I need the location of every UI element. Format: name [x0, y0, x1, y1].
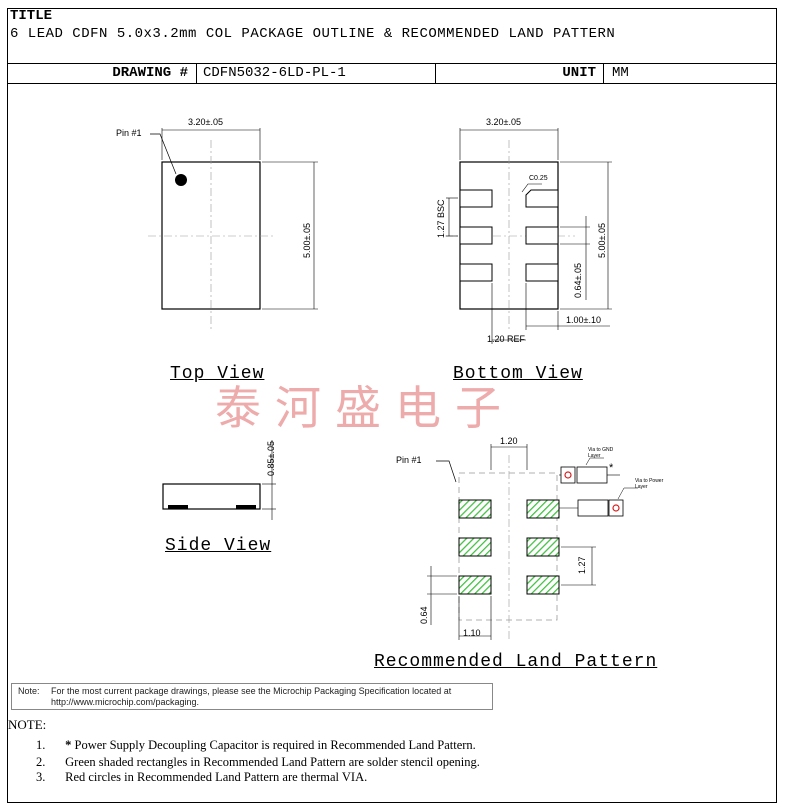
note-item: 3. Red circles in Recommended Land Patte… [36, 770, 367, 785]
top-width-dim: 3.20±.05 [188, 117, 223, 127]
land-pattern-drawing [427, 444, 638, 640]
side-view-title: Side View [165, 536, 272, 556]
lp-width-dim: 1.20 [500, 436, 518, 446]
thermal-via-icon [564, 471, 572, 479]
pin1-label: Pin #1 [116, 128, 142, 138]
pin1-dot-icon [175, 174, 187, 186]
drawing-frame [7, 8, 777, 803]
note-text: Power Supply Decoupling Capacitor is req… [74, 738, 476, 752]
unit-value: MM [612, 65, 629, 81]
top-view-drawing [148, 128, 318, 330]
pad-offset-dim: 1.00±.10 [566, 315, 601, 325]
cell-divider [435, 63, 436, 83]
side-view-drawing [162, 440, 276, 520]
drawing-number: CDFN5032-6LD-PL-1 [203, 65, 346, 81]
note-item: 1. * Power Supply Decoupling Capacitor i… [36, 738, 476, 753]
notes-heading: NOTE: [8, 717, 47, 732]
pitch-bsc-dim: 1.27 BSC [436, 199, 446, 238]
via-power-label: Via to Power Layer [635, 478, 664, 490]
note-text: Red circles in Recommended Land Pattern … [65, 770, 368, 784]
note-box-text-line2: http://www.microchip.com/packaging. [51, 697, 200, 707]
bottom-view-drawing [445, 128, 612, 344]
watermark: 泰河盛电子 [215, 381, 515, 435]
thermal-via-icon [612, 504, 620, 512]
note-box-label: Note: [18, 686, 40, 696]
side-height-dim: 0.85±.05 [266, 441, 276, 476]
top-height-dim: 5.00±.05 [302, 223, 312, 258]
bottom-view-title: Bottom View [453, 364, 583, 384]
note-text: Green shaded rectangles in Recommended L… [65, 755, 480, 769]
unit-label: UNIT [562, 65, 596, 81]
note-number: 2. [36, 755, 46, 769]
ref-dim: 1.20 REF [487, 334, 526, 344]
note-box: Note: For the most current package drawi… [11, 683, 493, 710]
land-pattern-title: Recommended Land Pattern [374, 652, 658, 672]
note-box-text-line1: For the most current package drawings, p… [51, 686, 452, 696]
via-gnd-label: Via to GND Layer [588, 447, 614, 459]
drawing-description: 6 LEAD CDFN 5.0x3.2mm COL PACKAGE OUTLIN… [10, 26, 616, 42]
top-view-title: Top View [170, 364, 265, 384]
chamfer-dim: C0.25 [529, 175, 548, 182]
pad-length-dim: 0.64±.05 [573, 263, 583, 298]
header-divider [7, 83, 777, 84]
title-label: TITLE [10, 8, 53, 24]
drawing-number-label: DRAWING # [112, 65, 188, 81]
bottom-height-dim: 5.00±.05 [597, 223, 607, 258]
capacitor-star: * [609, 462, 614, 474]
lp-pin1-label: Pin #1 [396, 455, 422, 465]
cell-divider [196, 63, 197, 83]
lp-pad-height-dim: 0.64 [419, 606, 429, 624]
note-star: * [65, 738, 72, 752]
note-number: 3. [36, 770, 46, 784]
cell-divider [603, 63, 604, 83]
note-number: 1. [36, 738, 46, 752]
bottom-width-dim: 3.20±.05 [486, 117, 521, 127]
header-divider [7, 63, 777, 64]
lp-pitch-dim: 1.27 [577, 556, 587, 574]
note-item: 2. Green shaded rectangles in Recommende… [36, 755, 480, 770]
lp-pad-width-dim: 1.10 [463, 628, 481, 638]
